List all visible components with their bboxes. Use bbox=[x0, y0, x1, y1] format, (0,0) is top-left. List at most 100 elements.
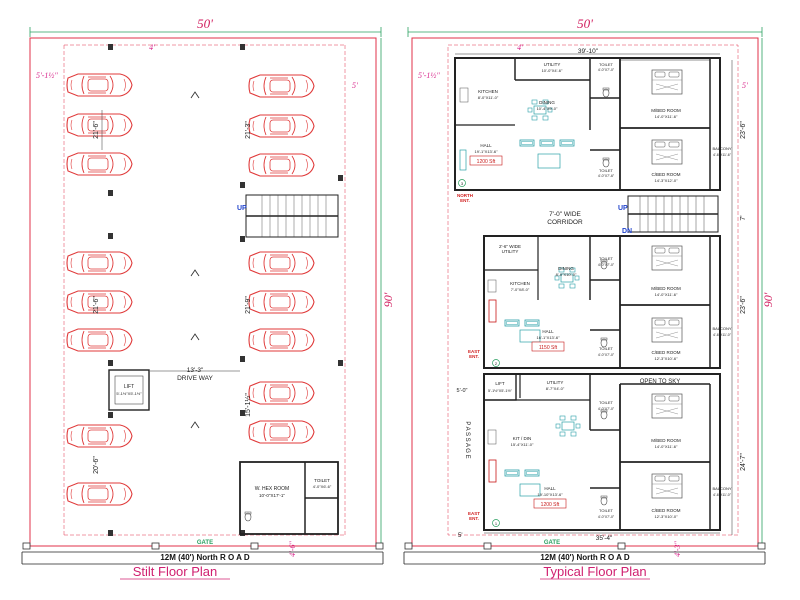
whex-label: W. HEX ROOM bbox=[255, 486, 289, 492]
unit1-cbed: C/BED ROOM bbox=[651, 508, 680, 513]
unit2-mbed-dim: 14'-0"X11'-6" bbox=[655, 292, 678, 297]
stilt-floor-plan: 50' 90' 4' 5'-1½" 5' bbox=[21, 16, 395, 580]
unit1-area: 1200 Sft bbox=[541, 502, 560, 508]
typical-right-dim-4: 24'-7" bbox=[740, 453, 747, 471]
stilt-up-label: UP bbox=[237, 205, 247, 212]
stilt-left-setback: 5'-1½" bbox=[36, 71, 58, 80]
typical-lift-label: LIFT bbox=[495, 381, 505, 386]
typical-dn-label: DN bbox=[622, 228, 632, 235]
unit1-entry-no: 1 bbox=[495, 521, 498, 526]
unit1-kitdin-dim: 15'-4"X11'-0" bbox=[511, 442, 534, 447]
stilt-right-dim-3: 15'-1½" bbox=[244, 393, 252, 417]
typical-right-setback: 5' bbox=[742, 81, 748, 90]
driveway-label: DRIVE WAY bbox=[177, 375, 213, 382]
typical-gate-label: GATE bbox=[544, 540, 560, 546]
unit3-toilet2: TOILET bbox=[599, 168, 613, 173]
driveway-dim: 13'-3" bbox=[187, 367, 204, 374]
unit3-dining: DINING bbox=[539, 100, 555, 105]
unit3-toilet1-dim: 4'-0"X7'-0" bbox=[598, 68, 615, 72]
typical-road-label: 12M (40') North R O A D bbox=[540, 553, 630, 562]
unit2-cbed-dim: 12'-3"X10'-6" bbox=[654, 356, 678, 361]
typical-inner-width: 39'-10" bbox=[578, 48, 599, 55]
unit2-toilet1-dim: 4'-0"X7'-0" bbox=[598, 263, 615, 267]
unit1-balcony: BALCONY bbox=[712, 486, 731, 491]
unit3-kitchen: KITCHEN bbox=[478, 89, 498, 94]
unit3-toilet2-dim: 4'-0"X7'-6" bbox=[598, 174, 615, 178]
typical-lift-dim: 5'-1½"X5'-1½" bbox=[488, 389, 513, 393]
unit1-toilet1: TOILET bbox=[599, 400, 613, 405]
typical-left-bottom: 5' bbox=[458, 533, 462, 539]
typical-width-dim: 50' bbox=[577, 16, 593, 31]
unit1-cbed-dim: 12'-3"X10'-0" bbox=[654, 514, 678, 519]
stilt-gate-label: GATE bbox=[197, 540, 213, 546]
driveway-arrows bbox=[190, 91, 200, 429]
unit3-utility: UTILITY bbox=[544, 62, 561, 67]
unit-1 bbox=[483, 373, 721, 531]
stilt-lift-label: LIFT bbox=[124, 384, 134, 390]
unit3-hall-dim: 19'-1"X13'-6" bbox=[474, 149, 498, 154]
unit1-utility: UTILITY bbox=[547, 380, 564, 385]
stilt-right-setback: 5' bbox=[352, 81, 358, 90]
unit2-entry-no: 2 bbox=[495, 361, 498, 366]
unit2-dining: DINING bbox=[558, 266, 574, 271]
unit1-balcony-dim: 4'-6"X11'-0" bbox=[713, 493, 732, 497]
unit3-dining-dim: 10'-4"X9'-0" bbox=[537, 106, 558, 111]
unit3-balcony: BALCONY bbox=[712, 146, 731, 151]
stilt-bottom-setback: 4'-6" bbox=[288, 540, 297, 556]
unit2-cbed: C/BED ROOM bbox=[651, 350, 680, 355]
unit-3 bbox=[454, 57, 721, 191]
typical-right-dim-2: 7' bbox=[740, 215, 747, 220]
passage-dim: 5'-0" bbox=[457, 388, 468, 394]
unit3-balcony-dim: 4'-6"X11'-6" bbox=[713, 153, 732, 157]
typical-right-dim-3: 23'-6" bbox=[740, 296, 747, 314]
stilt-road-label: 12M (40') North R O A D bbox=[160, 553, 250, 562]
stilt-height-dim: 90' bbox=[381, 292, 395, 307]
typical-height-dim: 90' bbox=[761, 292, 775, 307]
unit2-balcony: BALCONY bbox=[712, 326, 731, 331]
unit1-utility-dim: 8'-7"X4'-0" bbox=[546, 386, 565, 391]
unit-2 bbox=[483, 235, 721, 369]
unit2-toilet2-dim: 4'-0"X7'-0" bbox=[598, 353, 615, 357]
unit3-cbed: C/BED ROOM bbox=[651, 172, 680, 177]
unit3-kitchen-dim: 8'-0"X11'-0" bbox=[478, 95, 499, 100]
unit3-cbed-dim: 14'-3"X12'-0" bbox=[654, 178, 678, 183]
typical-left-setback: 5'-1½" bbox=[418, 71, 440, 80]
unit2-balcony-dim: 4'-6"X11'-0" bbox=[713, 333, 732, 337]
unit2-kitchen: KITCHEN bbox=[510, 281, 530, 286]
unit3-hall: HALL bbox=[480, 143, 492, 148]
stilt-lift-dim: 5'-1½"X5'-1½" bbox=[116, 391, 142, 396]
typical-floor-plan: 50' 90' 4' 5'-1½" 5' 39'-10" 23'-6" 7' 2… bbox=[403, 16, 775, 580]
stilt-left-dim-1: 21'-6" bbox=[93, 121, 100, 139]
unit1-toilet2-dim: 4'-0"X7'-0" bbox=[598, 515, 615, 519]
unit1-toilet2: TOILET bbox=[599, 508, 613, 513]
unit1-hall-dim: 19'-10"X13'-6" bbox=[537, 492, 563, 497]
open-to-sky: OPEN TO SKY bbox=[640, 379, 680, 385]
stilt-left-dim-3: 20'-6" bbox=[93, 456, 100, 474]
unit2-toilet1: TOILET bbox=[599, 256, 613, 261]
stilt-plan-title: Stilt Floor Plan bbox=[133, 564, 218, 579]
typical-up-label: UP bbox=[618, 205, 628, 212]
unit3-mbed: M/BED ROOM bbox=[651, 108, 681, 113]
stilt-right-dim-2: 21'-9" bbox=[245, 296, 252, 314]
typical-staircase bbox=[627, 195, 719, 233]
typical-right-dim-1: 23'-6" bbox=[740, 121, 747, 139]
typical-top-setback: 4' bbox=[517, 43, 523, 52]
unit1-kitdin: KIT / DIN bbox=[513, 436, 531, 441]
whex-dim: 10'-0"X17'-1" bbox=[259, 493, 285, 498]
unit1-toilet1-dim: 4'-0"X7'-0" bbox=[598, 407, 615, 411]
unit1-mbed-dim: 14'-0"X11'-6" bbox=[655, 444, 678, 449]
passage-label: P A S S A G E bbox=[464, 421, 470, 458]
stilt-top-setback: 4' bbox=[149, 43, 155, 52]
unit2-dining-dim: 8'-0"X10'-0" bbox=[556, 272, 577, 277]
unit3-entry-no: 3 bbox=[461, 181, 464, 186]
unit3-mbed-dim: 14'-0"X11'-6" bbox=[655, 114, 678, 119]
typical-bottom-setback: 4'-3" bbox=[673, 540, 682, 556]
unit2-hall: HALL bbox=[542, 329, 554, 334]
unit1-mbed: M/BED ROOM bbox=[651, 438, 681, 443]
unit2-area: 1150 Sft bbox=[539, 345, 558, 351]
unit1-hall: HALL bbox=[544, 486, 556, 491]
